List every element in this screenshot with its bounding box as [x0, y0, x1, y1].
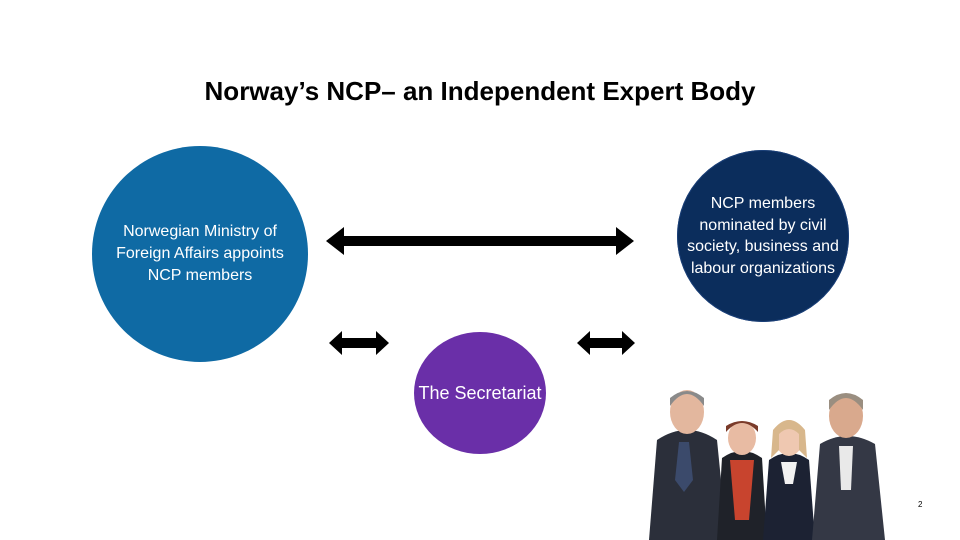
person-4-figure — [812, 393, 885, 540]
members-label: NCP members nominated by civil society, … — [687, 195, 839, 277]
person-2-figure — [717, 421, 767, 540]
ministry-secretariat-arrow — [329, 331, 389, 355]
ministry-circle: Norwegian Ministry of Foreign Affairs ap… — [92, 146, 308, 362]
secretariat-members-arrow — [577, 331, 635, 355]
secretariat-label: The Secretariat — [418, 382, 542, 403]
group-photo — [627, 380, 890, 540]
slide-title: Norway’s NCP– an Independent Expert Body — [204, 76, 756, 106]
page-number: 2 — [918, 500, 923, 509]
ministry-label: Norwegian Ministry of Foreign Affairs ap… — [116, 223, 284, 284]
ministry-members-arrow — [326, 227, 634, 255]
person-1-figure — [649, 390, 727, 540]
secretariat-circle: The Secretariat — [414, 332, 546, 454]
person-3-figure — [763, 420, 815, 540]
members-circle: NCP members nominated by civil society, … — [677, 150, 849, 322]
